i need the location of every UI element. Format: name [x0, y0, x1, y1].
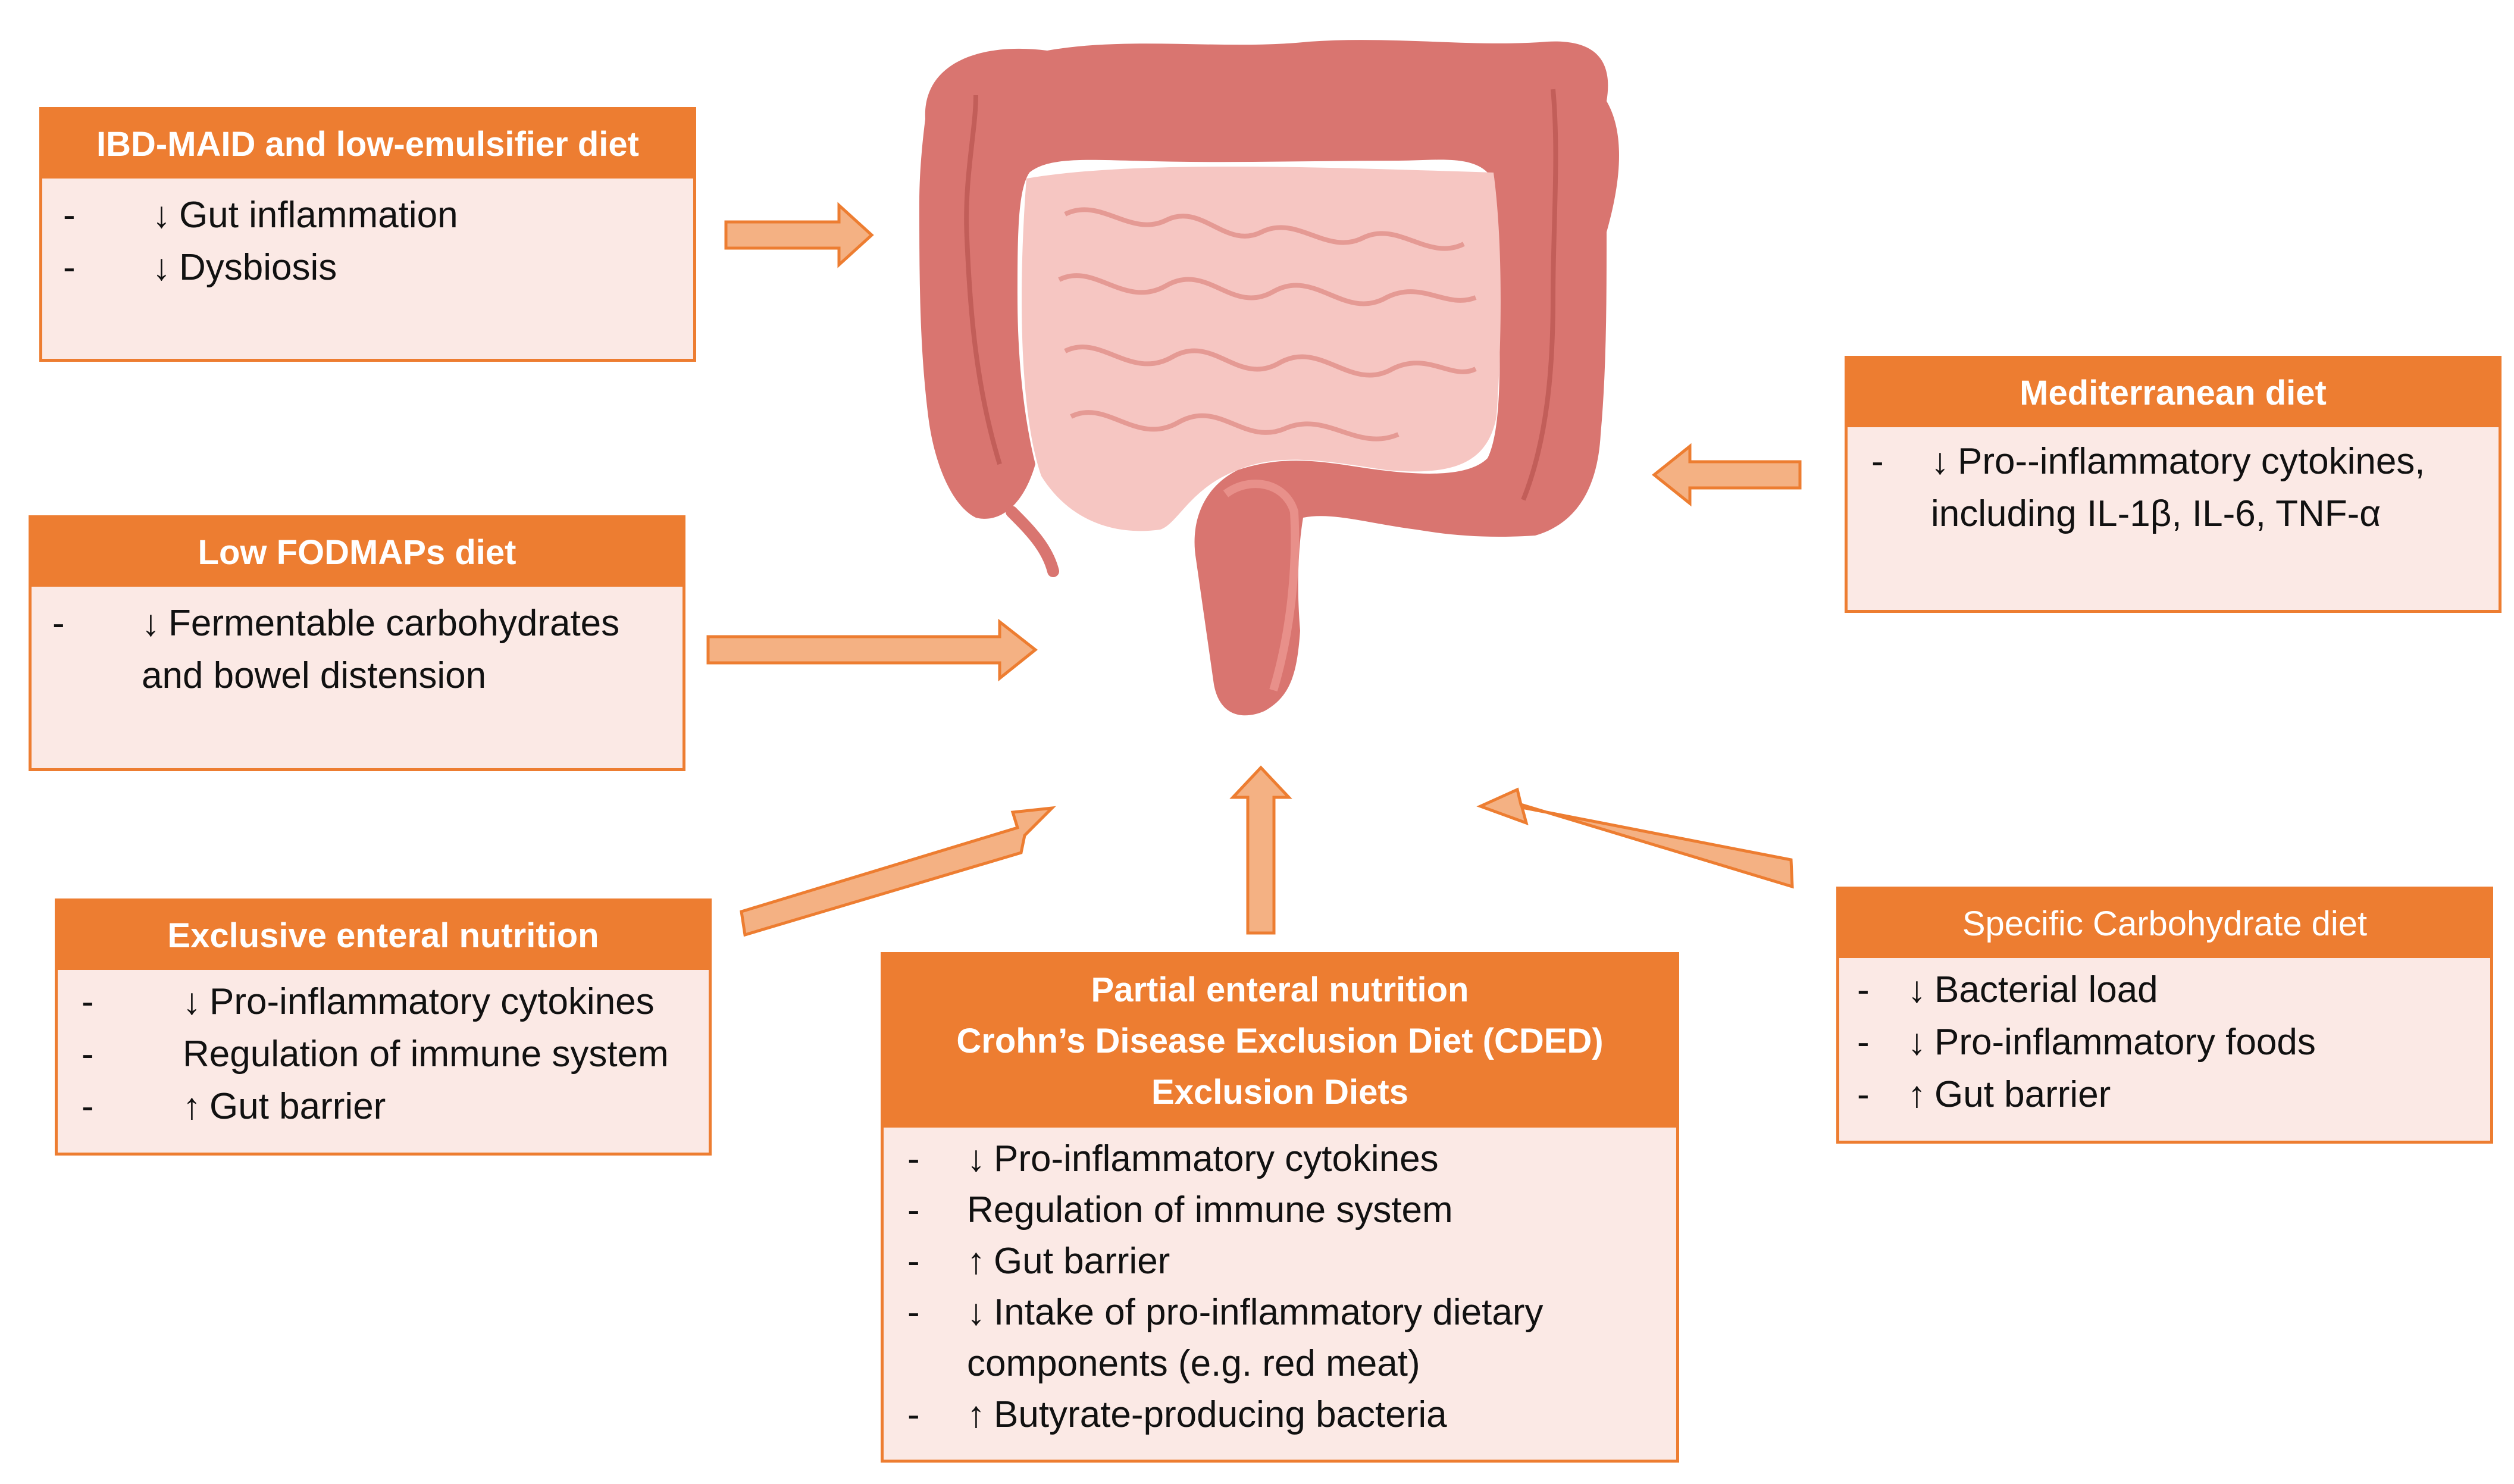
specific-carbohydrate-card: Specific Carbohydrate diet - ↓ Bacterial…	[1836, 887, 2493, 1144]
list-item: - ↓ Intake of pro-inflammatory dietary	[907, 1287, 1676, 1338]
up-arrow-icon: ↑	[1908, 1074, 1926, 1115]
up-arrow-icon: ↑	[967, 1241, 985, 1282]
up-arrow-icon: ↑	[967, 1394, 985, 1435]
large-intestine-icon	[919, 40, 1619, 716]
list-item: - ↓ Pro--inflammatory cytokines,	[1871, 436, 2499, 488]
up-arrow-icon: ↑	[183, 1086, 201, 1127]
arrow-mediterranean-to-intestine-icon	[1651, 443, 1802, 507]
down-arrow-icon: ↓	[1931, 441, 1949, 482]
exclusive-enteral-nutrition-list: - ↓ Pro-inflammatory cytokines - Regulat…	[58, 970, 709, 1133]
exclusive-enteral-nutrition-title: Exclusive enteral nutrition	[58, 901, 709, 970]
arrow-scd-to-intestine-icon	[1476, 787, 1794, 889]
list-item-continuation: including IL-1β, IL-6, TNF-α	[1931, 493, 2381, 534]
down-arrow-icon: ↓	[152, 247, 171, 288]
mediterranean-diet-title: Mediterranean diet	[1848, 359, 2499, 427]
low-fodmaps-title: Low FODMAPs diet	[32, 518, 682, 587]
list-item-continuation: components (e.g. red meat)	[967, 1343, 1420, 1384]
list-item: - ↓ Bacterial load	[1857, 964, 2490, 1016]
list-item: - ↓ Dysbiosis	[63, 242, 693, 294]
list-item: - Regulation of immune system	[82, 1034, 669, 1075]
down-arrow-icon: ↓	[142, 603, 160, 644]
mediterranean-diet-card: Mediterranean diet - ↓ Pro--inflammatory…	[1845, 356, 2502, 613]
ibd-maid-list: - ↓ Gut inflammation - ↓ Dysbiosis	[42, 179, 693, 294]
ibd-maid-card: IBD-MAID and low-emulsifier diet - ↓ Gut…	[39, 107, 696, 362]
list-item: - ↑ Butyrate-producing bacteria	[907, 1389, 1676, 1441]
low-fodmaps-card: Low FODMAPs diet - ↓ Fermentable carbohy…	[29, 515, 685, 771]
list-item: - ↓ Pro-inflammatory cytokines	[82, 976, 709, 1028]
down-arrow-icon: ↓	[1908, 969, 1926, 1010]
low-fodmaps-list: - ↓ Fermentable carbohydrates and bowel …	[32, 587, 682, 702]
down-arrow-icon: ↓	[967, 1292, 985, 1333]
list-item: - ↑ Gut barrier	[907, 1236, 1676, 1287]
down-arrow-icon: ↓	[1908, 1022, 1926, 1063]
partial-enteral-nutrition-list: - ↓ Pro-inflammatory cytokines - Regulat…	[884, 1128, 1676, 1441]
ibd-maid-title: IBD-MAID and low-emulsifier diet	[42, 110, 693, 179]
specific-carbohydrate-list: - ↓ Bacterial load - ↓ Pro-inflammatory …	[1839, 958, 2490, 1121]
list-item: - ↓ Pro-inflammatory foods	[1857, 1016, 2490, 1069]
partial-enteral-nutrition-title: Partial enteral nutrition Crohn’s Diseas…	[884, 955, 1676, 1128]
arrow-een-to-intestine-icon	[740, 806, 1056, 937]
list-item: - ↑ Gut barrier	[1857, 1069, 2490, 1121]
arrow-pen-to-intestine-icon	[1229, 765, 1292, 935]
mediterranean-diet-list: - ↓ Pro--inflammatory cytokines, includi…	[1848, 427, 2499, 540]
down-arrow-icon: ↓	[967, 1138, 985, 1179]
arrow-fodmap-to-intestine-icon	[706, 618, 1038, 682]
exclusive-enteral-nutrition-card: Exclusive enteral nutrition - ↓ Pro-infl…	[55, 898, 712, 1156]
down-arrow-icon: ↓	[152, 195, 171, 236]
list-item: - ↓ Pro-inflammatory cytokines	[907, 1134, 1676, 1185]
specific-carbohydrate-title: Specific Carbohydrate diet	[1839, 890, 2490, 958]
list-item: - Regulation of immune system	[907, 1189, 1453, 1231]
arrow-ibd-to-intestine-icon	[724, 202, 874, 268]
down-arrow-icon: ↓	[183, 981, 201, 1022]
list-item: - ↓ Fermentable carbohydrates	[52, 597, 682, 650]
list-item: - ↑ Gut barrier	[82, 1081, 709, 1133]
partial-enteral-nutrition-card: Partial enteral nutrition Crohn’s Diseas…	[881, 952, 1679, 1463]
list-item-continuation: and bowel distension	[142, 655, 487, 696]
list-item: - ↓ Gut inflammation	[63, 189, 693, 242]
